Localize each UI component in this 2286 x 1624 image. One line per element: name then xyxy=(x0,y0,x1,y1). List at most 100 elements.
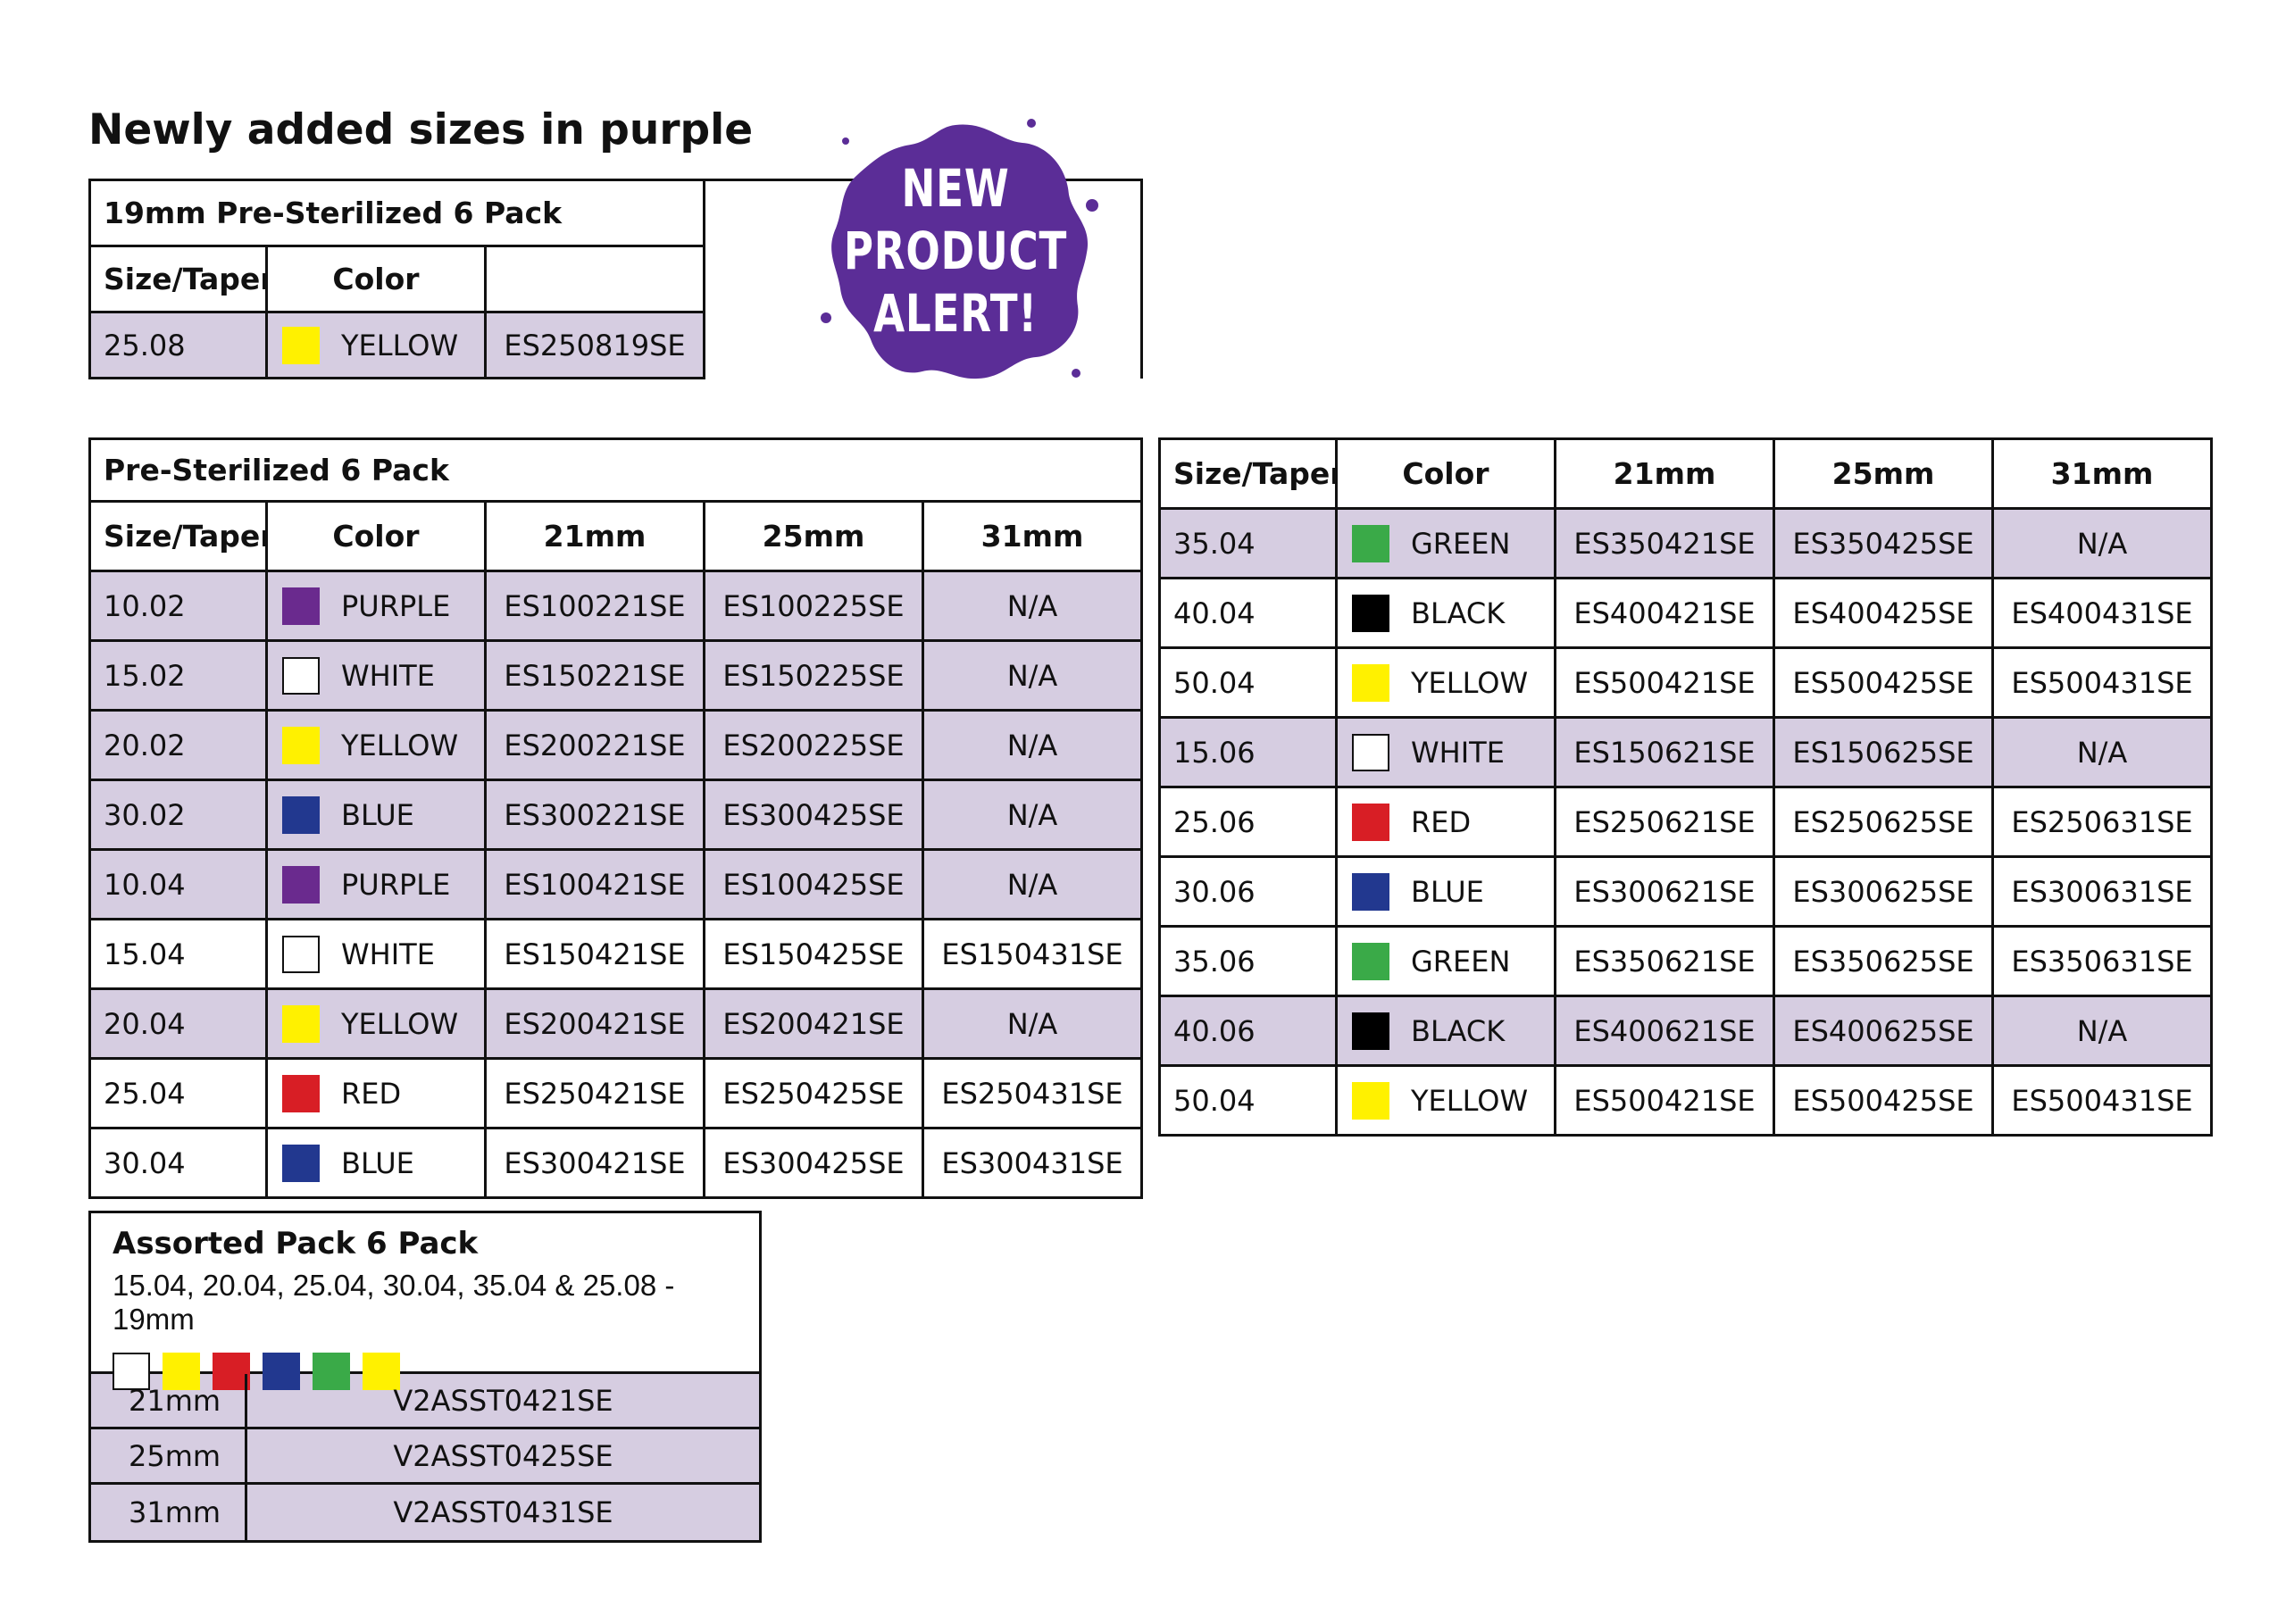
length-cell: 31mm xyxy=(91,1485,247,1540)
size-taper-cell: 40.04 xyxy=(1158,577,1338,649)
code-25mm-cell: ES350425SE xyxy=(1773,507,1994,579)
pack19-size: 25.08 xyxy=(88,311,268,379)
code-25mm-cell: ES100225SE xyxy=(703,570,924,642)
code-cell: V2ASST0425SE xyxy=(393,1438,613,1473)
header-21mm: 21mm xyxy=(484,500,705,572)
badge-line-2: PRODUCT xyxy=(843,221,1068,281)
size-taper-cell: 25.04 xyxy=(88,1057,268,1129)
assorted-swatches xyxy=(113,1353,738,1390)
code-31mm-cell: ES400431SE xyxy=(1991,577,2213,649)
code-31mm-cell: N/A xyxy=(921,709,1144,781)
code-31mm-cell: N/A xyxy=(1991,716,2213,788)
size-taper-cell: 40.06 xyxy=(1158,995,1338,1067)
length-cell: 21mm xyxy=(91,1374,247,1427)
pack19-header-color: Color xyxy=(265,245,487,313)
length-cell: 25mm xyxy=(91,1429,247,1482)
code-25mm-cell: ES200225SE xyxy=(703,709,924,781)
code-25mm-cell: ES150625SE xyxy=(1773,716,1994,788)
code-25mm-cell: ES200421SE xyxy=(703,987,924,1060)
color-label: YELLOW xyxy=(341,1006,459,1041)
color-cell: WHITE xyxy=(1335,716,1556,788)
code-21mm-cell: ES300621SE xyxy=(1554,855,1775,928)
size-taper-cell: 30.02 xyxy=(88,779,268,851)
color-swatch xyxy=(282,587,320,625)
code-31mm-cell: ES250431SE xyxy=(921,1057,1144,1129)
color-swatch xyxy=(282,326,320,364)
color-swatch xyxy=(263,1353,300,1390)
size-taper-cell: 30.04 xyxy=(88,1127,268,1199)
size-taper-cell: 20.02 xyxy=(88,709,268,781)
assorted-pack-table: Assorted Pack 6 Pack 15.04, 20.04, 25.04… xyxy=(88,1211,762,1543)
size-taper-cell: 50.04 xyxy=(1158,646,1338,719)
color-label: BLACK xyxy=(1411,1013,1506,1048)
color-label: YELLOW xyxy=(1411,1083,1529,1118)
badge-line-3: ALERT! xyxy=(873,283,1038,344)
color-swatch xyxy=(282,865,320,904)
color-label: BLACK xyxy=(1411,595,1506,630)
code-25mm-cell: ES350625SE xyxy=(1773,925,1994,997)
color-cell: PURPLE xyxy=(265,848,487,920)
size-taper-cell: 35.04 xyxy=(1158,507,1338,579)
header-color: Color xyxy=(1335,437,1556,510)
code-21mm-cell: ES500421SE xyxy=(1554,646,1775,719)
presterilized-table-left: Pre-Sterilized 6 Pack Size/Taper Color 2… xyxy=(88,437,1144,1199)
code-21mm-cell: ES400421SE xyxy=(1554,577,1775,649)
color-cell: YELLOW xyxy=(265,709,487,781)
color-cell: BLUE xyxy=(265,779,487,851)
size-taper-cell: 10.02 xyxy=(88,570,268,642)
code-21mm-cell: ES300221SE xyxy=(484,779,705,851)
badge-line-1: NEW xyxy=(901,158,1010,219)
color-swatch xyxy=(282,1144,320,1182)
color-label: RED xyxy=(341,1076,402,1111)
color-swatch xyxy=(1352,524,1389,562)
color-swatch xyxy=(313,1353,350,1390)
pack19-header-blank xyxy=(483,245,706,313)
color-label: YELLOW xyxy=(341,728,459,762)
color-swatch xyxy=(282,726,320,764)
code-25mm-cell: ES300625SE xyxy=(1773,855,1994,928)
color-label: BLUE xyxy=(1411,874,1484,909)
code-31mm-cell: N/A xyxy=(921,639,1144,712)
color-swatch xyxy=(113,1353,150,1390)
code-25mm-cell: ES300425SE xyxy=(703,779,924,851)
color-label: YELLOW xyxy=(341,328,459,362)
color-label: YELLOW xyxy=(1411,665,1529,700)
header-31mm: 31mm xyxy=(921,500,1144,572)
color-cell: YELLOW xyxy=(1335,1064,1556,1137)
badge-text: NEW PRODUCT ALERT! xyxy=(808,157,1103,345)
code-25mm-cell: ES100425SE xyxy=(703,848,924,920)
code-21mm-cell: ES500421SE xyxy=(1554,1064,1775,1137)
code-31mm-cell: ES150431SE xyxy=(921,918,1144,990)
color-label: BLUE xyxy=(341,797,414,832)
color-cell: WHITE xyxy=(265,918,487,990)
pack19-color: YELLOW xyxy=(265,311,487,379)
size-taper-cell: 35.06 xyxy=(1158,925,1338,997)
pack19-title: 19mm Pre-Sterilized 6 Pack xyxy=(88,179,706,247)
code-25mm-cell: ES250625SE xyxy=(1773,786,1994,858)
color-swatch xyxy=(282,935,320,973)
size-taper-cell: 15.02 xyxy=(88,639,268,712)
color-label: PURPLE xyxy=(341,588,451,623)
size-taper-cell: 15.06 xyxy=(1158,716,1338,788)
color-label: GREEN xyxy=(1411,944,1511,979)
header-size: Size/Taper xyxy=(1158,437,1338,510)
color-swatch xyxy=(213,1353,250,1390)
assorted-sizes: 15.04, 20.04, 25.04, 30.04, 35.04 & 25.0… xyxy=(113,1269,675,1336)
code-31mm-cell: N/A xyxy=(921,779,1144,851)
paint-splash-icon xyxy=(821,119,1098,379)
code-25mm-cell: ES500425SE xyxy=(1773,1064,1994,1137)
code-25mm-cell: ES500425SE xyxy=(1773,646,1994,719)
color-swatch xyxy=(282,795,320,834)
page-title: Newly added sizes in purple xyxy=(88,105,754,154)
